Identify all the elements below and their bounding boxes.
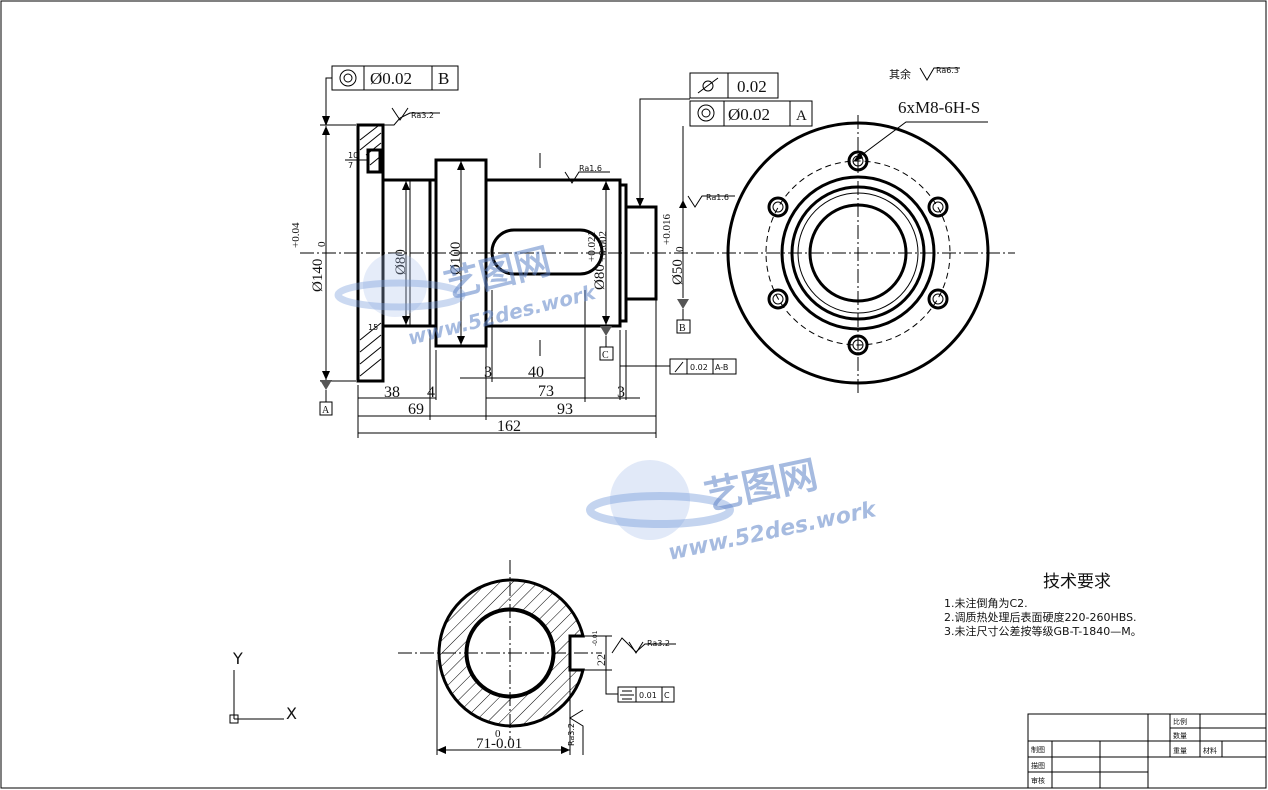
thread-label: 6xM8-6H-S (898, 98, 980, 117)
dim-22-tol: -0.01 (592, 630, 599, 646)
dim-80a: Ø80 (393, 249, 409, 275)
fcf-b-value: Ø0.02 (370, 69, 412, 88)
small-7: 7 (348, 161, 353, 170)
tb-material: 材料 (1203, 746, 1217, 755)
dim-93: 93 (557, 401, 573, 418)
tb-scale: 比例 (1173, 717, 1187, 726)
dim-22: 22 (594, 654, 608, 666)
front-view: Ø0.02 B Ra3.2 10 7 15 Ø140 +0.04 0 A Ø80 (290, 65, 813, 438)
tol-140-low: 0 (316, 241, 328, 247)
rough-bottom: Ra3.2 (567, 723, 576, 746)
axis-x-label: X (286, 704, 297, 723)
tb-traced: 描图 (1031, 761, 1045, 770)
rough-mid: Ra1.6 (579, 164, 602, 173)
datum-c: C (602, 350, 609, 361)
tol-50-up: +0.016 (661, 214, 673, 245)
watermark-brand: 艺图网 (701, 452, 822, 519)
tb-drawn: 制图 (1031, 745, 1045, 754)
watermark-center: 艺图网 www.52des.work (586, 452, 880, 566)
fcf-group-a: 0.02 Ø0.02 A (636, 72, 813, 298)
tol-80-low: +0.002 (597, 231, 609, 262)
fcf-b-datum: B (438, 69, 449, 88)
tb-qty: 数量 (1173, 731, 1187, 740)
tech-req-title: 技术要求 (1043, 572, 1111, 592)
tol-50-low: 0 (674, 246, 686, 252)
dim-3a: 3 (484, 364, 492, 381)
sym-tol: 0.01 (639, 691, 657, 700)
runout-datum: A-B (715, 363, 728, 372)
dim-3b: 3 (617, 384, 625, 401)
dim-69: 69 (408, 401, 424, 418)
rough-key: Ra3.2 (647, 639, 670, 648)
watermark-left: 艺图网 www.52des.work (334, 241, 599, 350)
title-block: 比例 数量 重量 材料 制图 描图 审核 (1027, 713, 1267, 789)
tol-80-up: +0.021 (586, 231, 598, 262)
dim-71: 71-0.01 (476, 736, 522, 752)
dim-80b: Ø80 (592, 264, 608, 290)
dim-4: 4 (427, 384, 435, 401)
datum-a: A (322, 405, 330, 416)
rough-other-label: 其余 (889, 67, 911, 81)
fcf-runout-value: 0.02 (737, 77, 767, 96)
side-view: 6xM8-6H-S 其余 Ra6.3 (700, 66, 1015, 395)
sym-datum: C (664, 691, 670, 700)
axis-y-label: Y (232, 649, 243, 668)
tb-weight: 重量 (1173, 747, 1187, 755)
dim-38: 38 (384, 384, 400, 401)
dim-50: Ø50 (670, 259, 686, 285)
fcf-a-value: Ø0.02 (728, 105, 770, 124)
small-15: 15 (368, 323, 378, 332)
dim-40: 40 (528, 364, 544, 381)
dim-140: Ø140 (310, 259, 326, 292)
dim-100: Ø100 (448, 242, 464, 275)
fcf-a-datum: A (796, 108, 807, 124)
tech-req-item-3: 3.未注尺寸公差按等级GB-T-1840—M。 (944, 624, 1142, 638)
small-10: 10 (348, 151, 358, 160)
tech-req-item-2: 2.调质热处理后表面硬度220-260HBS. (944, 610, 1137, 624)
technical-requirements: 技术要求 1.未注倒角为C2. 2.调质热处理后表面硬度220-260HBS. … (944, 572, 1142, 638)
fcf-concentricity-b: Ø0.02 B (322, 65, 459, 126)
tol-140-up: +0.04 (290, 222, 302, 248)
tb-checked: 审核 (1031, 776, 1045, 785)
bolt-holes (767, 150, 949, 356)
section-view: 22 -0.01 Ra3.2 0.01 C 71-0.01 0 Ra3.2 (398, 560, 676, 755)
dim-71-top: 0 (495, 728, 501, 740)
runout-note: 0.02 (690, 363, 708, 372)
rough-right: Ra1.6 (706, 193, 729, 202)
tech-req-item-1: 1.未注倒角为C2. (944, 596, 1028, 610)
rough-top: Ra3.2 (411, 111, 434, 120)
ucs-axis-icon: Y X (229, 649, 297, 724)
rough-other-value: Ra6.3 (936, 66, 959, 75)
datum-b: B (679, 323, 686, 334)
dim-73: 73 (538, 383, 554, 400)
watermark-url: www.52des.work (666, 497, 879, 566)
dim-162: 162 (497, 418, 521, 435)
